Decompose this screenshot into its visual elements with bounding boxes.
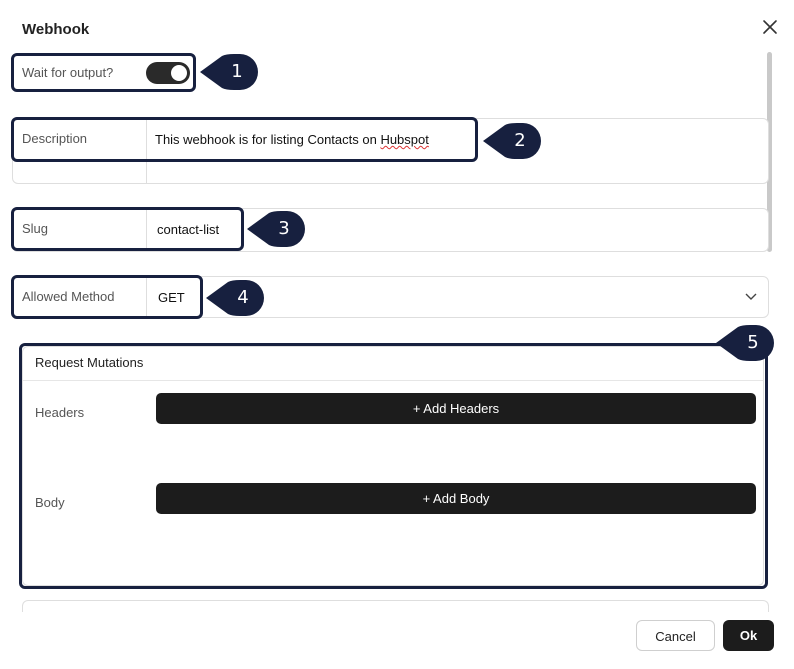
callout-shape [206, 280, 264, 316]
close-icon[interactable] [761, 18, 779, 36]
callout-2: 2 [483, 123, 541, 159]
callout-shape [200, 54, 258, 90]
callout-number: 4 [237, 287, 249, 308]
next-section-edge [22, 600, 769, 612]
callout-shape [716, 325, 774, 361]
body-label: Body [35, 495, 65, 510]
allowed-method-label: Allowed Method [22, 289, 115, 304]
slug-field [12, 208, 769, 252]
description-input[interactable]: This webhook is for listing Contacts on … [155, 132, 429, 147]
description-label: Description [22, 131, 88, 146]
add-body-button[interactable]: + Add Body [156, 483, 756, 514]
callout-3: 3 [247, 211, 305, 247]
slug-input[interactable]: contact-list [157, 222, 220, 237]
slug-label: Slug [22, 221, 49, 236]
callout-shape [483, 123, 541, 159]
wait-for-output-toggle[interactable] [146, 62, 190, 84]
allowed-method-select[interactable]: GET [158, 290, 185, 305]
field-divider [146, 119, 147, 183]
allowed-method-field[interactable] [12, 276, 769, 318]
section-header: Request Mutations [23, 347, 763, 381]
wait-for-output-label: Wait for output? [22, 65, 114, 80]
scrollbar[interactable] [767, 52, 772, 252]
chevron-down-icon[interactable] [745, 292, 757, 302]
field-divider [146, 209, 147, 251]
field-divider [146, 277, 147, 317]
request-mutations-section: Request Mutations Headers + Add Headers … [22, 346, 764, 586]
callout-number: 3 [278, 218, 290, 239]
description-misspelled-word: Hubspot [380, 132, 429, 147]
cancel-button[interactable]: Cancel [636, 620, 715, 651]
headers-label: Headers [35, 405, 85, 420]
callout-number: 5 [747, 332, 759, 353]
callout-shape [247, 211, 305, 247]
add-headers-button[interactable]: + Add Headers [156, 393, 756, 424]
callout-number: 2 [514, 130, 526, 151]
description-field [12, 118, 769, 184]
toggle-knob [171, 65, 187, 81]
callout-1: 1 [200, 54, 258, 90]
dialog-title: Webhook [22, 21, 90, 38]
callout-4: 4 [206, 280, 264, 316]
callout-number: 1 [231, 61, 243, 82]
callout-5: 5 [716, 325, 774, 361]
section-title: Request Mutations [35, 355, 144, 370]
ok-button[interactable]: Ok [723, 620, 774, 651]
description-text: This webhook is for listing Contacts on [155, 132, 381, 147]
